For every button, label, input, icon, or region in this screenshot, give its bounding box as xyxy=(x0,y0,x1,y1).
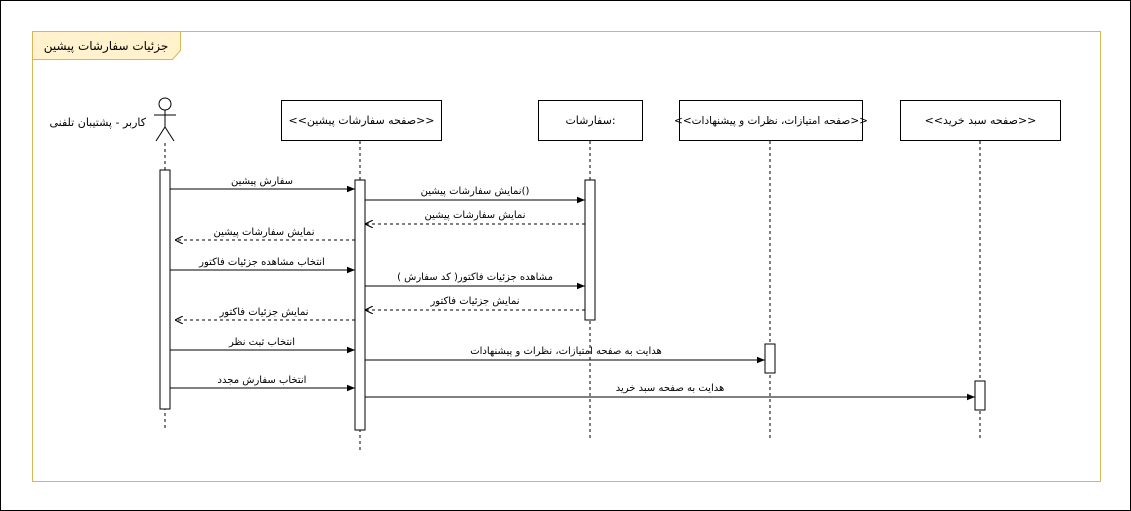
lifeline-label: <<صفحه سفارشات پیشین>> xyxy=(288,114,434,127)
frame-title: جزئیات سفارشات پیشین xyxy=(44,39,169,54)
message-label: انتخاب سفارش مجدد xyxy=(218,375,307,386)
lifeline-box xyxy=(281,100,442,141)
activation-bar xyxy=(974,380,986,411)
activation-bar xyxy=(584,179,596,321)
lifeline-orders: سفارشات: xyxy=(538,100,643,440)
lifeline-box xyxy=(900,100,1061,141)
activation-bar xyxy=(764,343,776,374)
message-label: نمایش سفارشات پیشین() xyxy=(421,186,530,197)
message-label: هدایت به صفحه سبد خرید xyxy=(616,383,725,394)
lifeline-box xyxy=(538,100,643,141)
lifeline-label: <<صفحه امتیازات، نظرات و پیشنهادات>> xyxy=(674,115,868,127)
lifeline-ratings-page: <<صفحه امتیازات، نظرات و پیشنهادات>> xyxy=(674,100,868,440)
actor-figure-icon xyxy=(154,97,176,142)
message-label: نمایش سفارشات پیشین xyxy=(424,210,525,221)
message-label: هدایت به صفحه امتیازات، نظرات و پیشنهادا… xyxy=(470,346,662,357)
message-label: انتخاب مشاهده جزئیات فاکتور xyxy=(198,257,325,268)
actor-activation xyxy=(159,169,171,410)
messages: سفارش پیشین نمایش سفارشات پیشین() نمایش … xyxy=(170,176,975,401)
message-label: نمایش سفارشات پیشین xyxy=(213,227,314,238)
lifeline-prev-orders-page: <<صفحه سفارشات پیشین>> xyxy=(281,100,442,450)
lifeline-label: سفارشات: xyxy=(565,114,615,127)
lifeline-cart-page: <<صفحه سبد خرید>> xyxy=(900,100,1061,440)
actor: کاربر - پشتیبان تلفنی xyxy=(49,97,176,430)
diagram-frame: جزئیات سفارشات پیشین xyxy=(32,31,1101,482)
message-label: انتخاب ثبت نظر xyxy=(228,337,295,348)
message-label: سفارش پیشین xyxy=(231,176,293,187)
actor-label: کاربر - پشتیبان تلفنی xyxy=(49,116,146,129)
lifeline-box xyxy=(679,100,863,141)
activation-bar xyxy=(354,179,366,431)
message-label: نمایش جزئیات فاکتور xyxy=(429,296,519,307)
lifeline-label: <<صفحه سبد خرید>> xyxy=(925,114,1037,127)
message-label: مشاهده جزئیات فاکتور( کد سفارش ) xyxy=(397,272,553,283)
frame-title-tab xyxy=(32,31,181,60)
frame-border xyxy=(32,31,1101,482)
message-label: نمایش جزئیات فاکتور xyxy=(218,307,308,318)
